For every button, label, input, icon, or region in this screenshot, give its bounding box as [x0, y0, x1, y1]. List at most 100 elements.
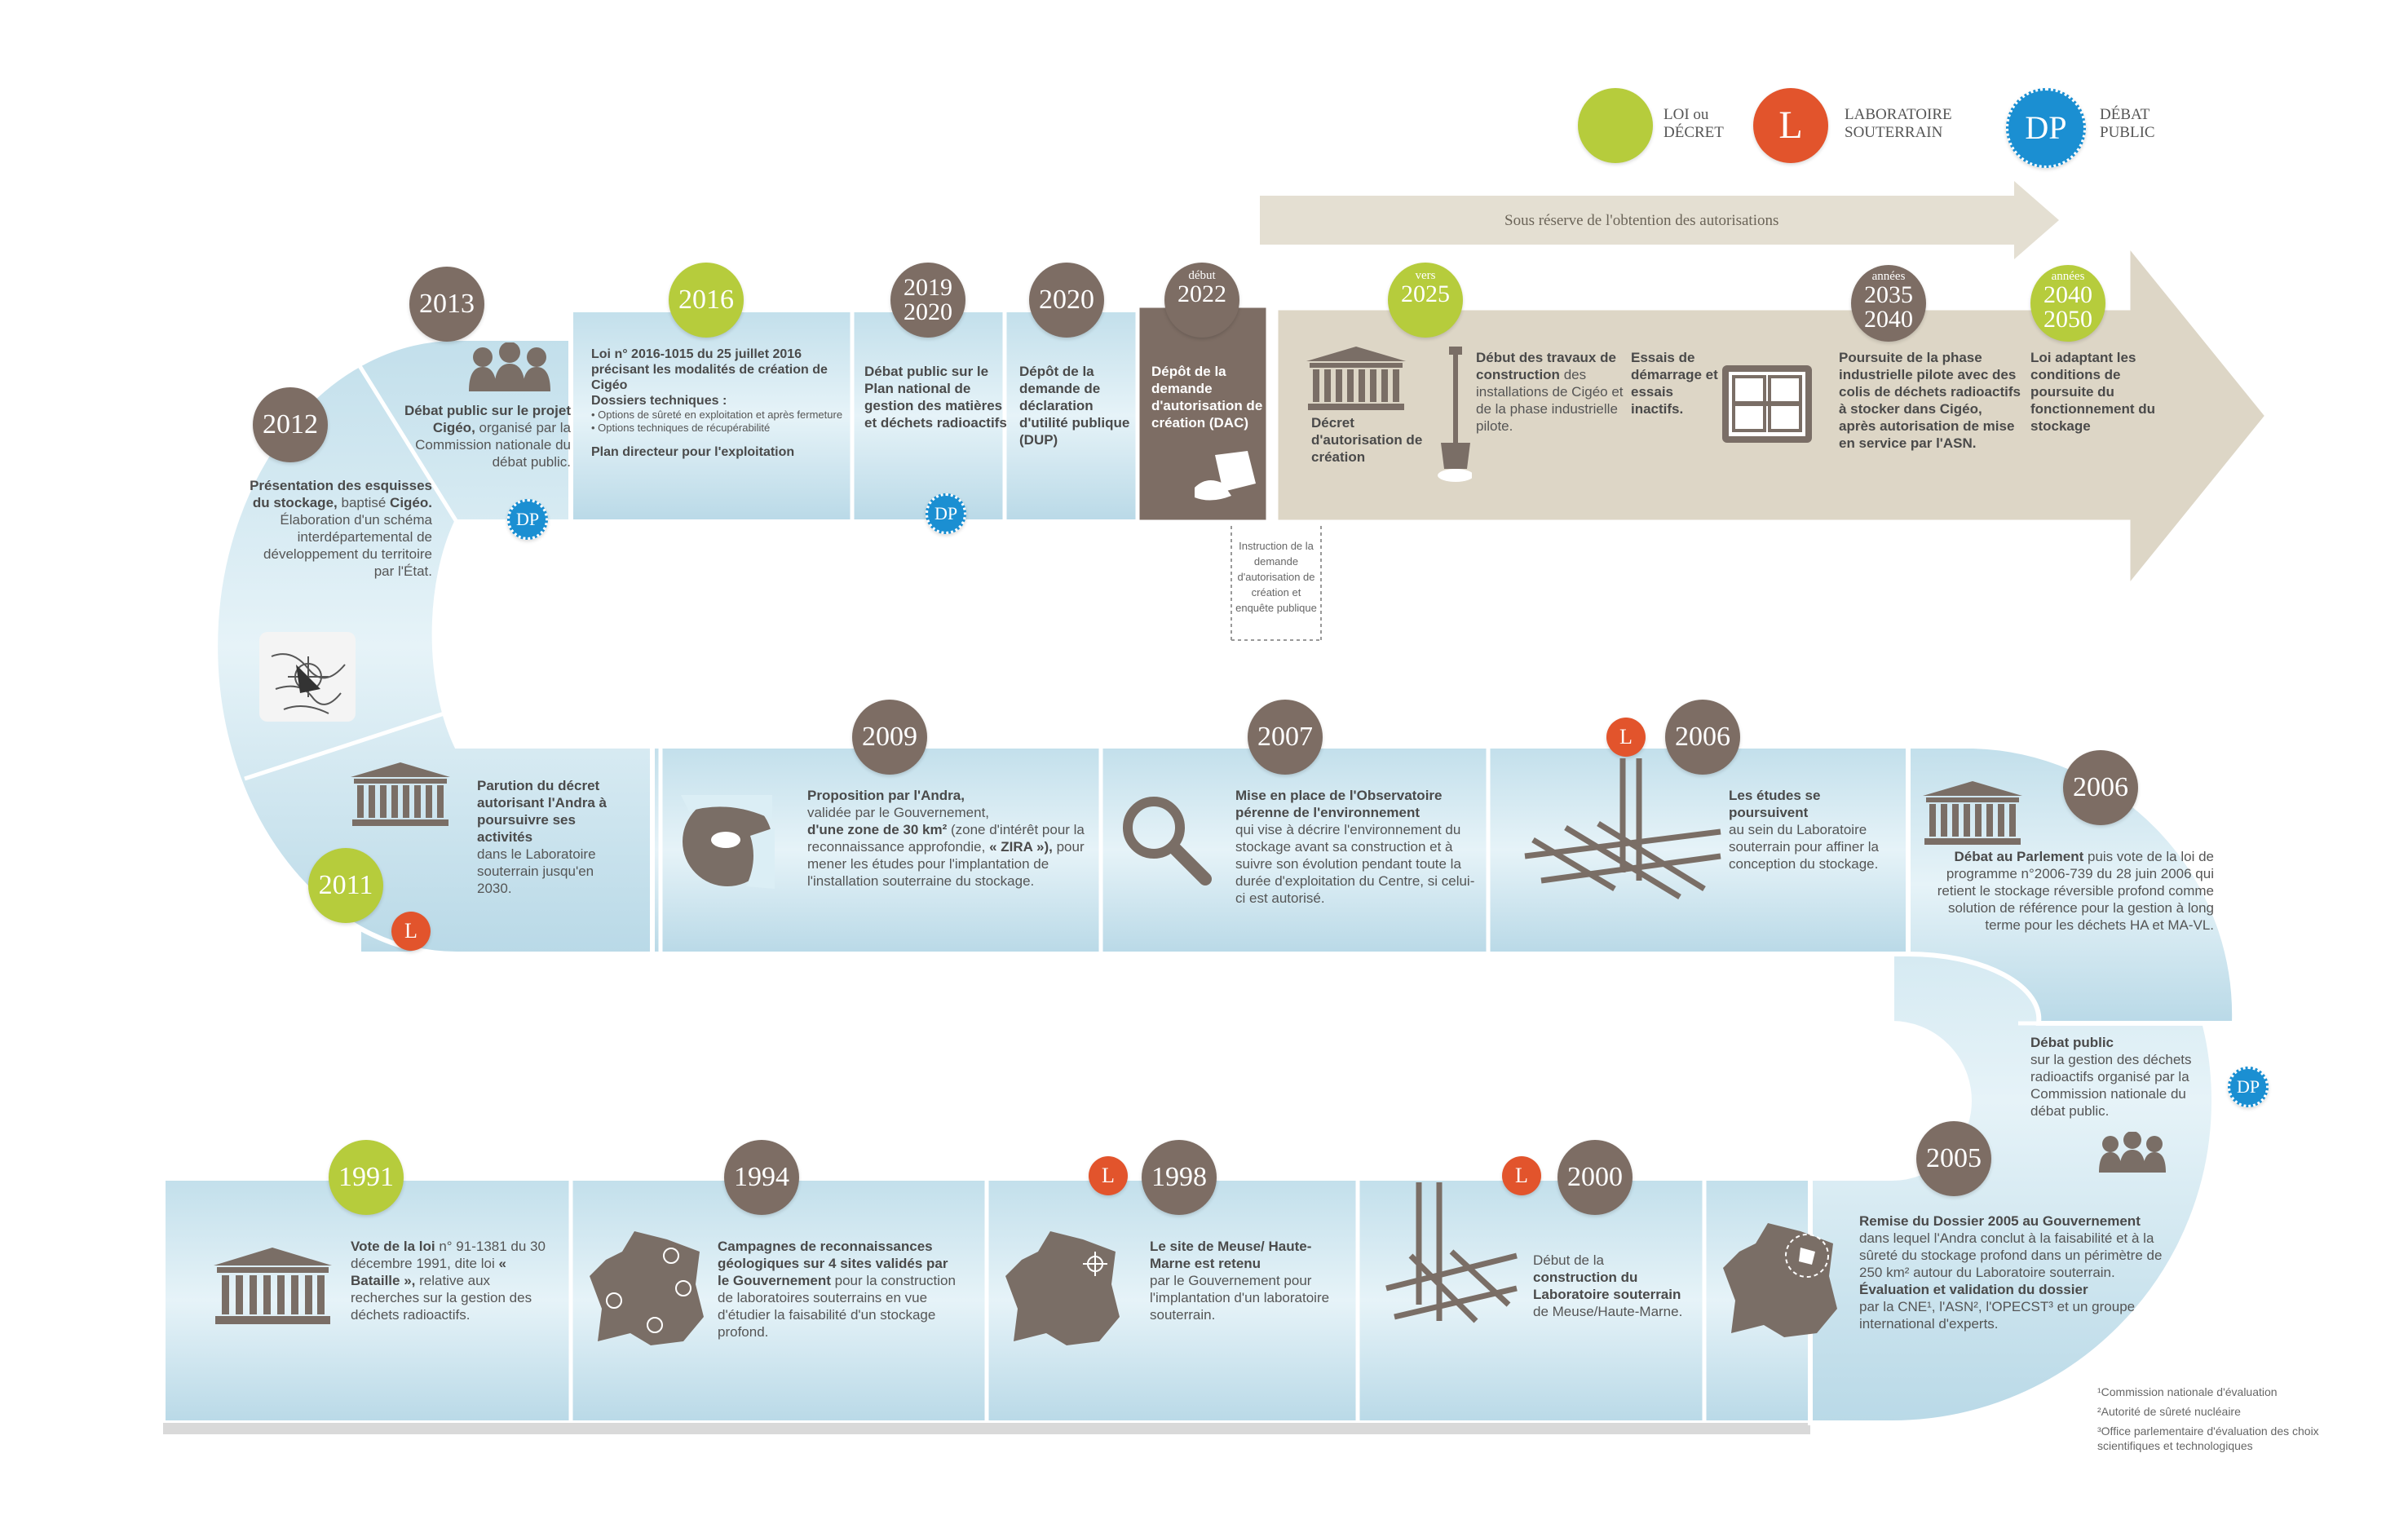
year-2022: début 2022	[1164, 263, 1239, 338]
instruction-note: Instruction de la demande d'autorisation…	[1235, 540, 1317, 614]
lab-badge-2006: L	[1606, 718, 1646, 757]
text-2025a: Décret d'autorisation de création	[1311, 415, 1423, 465]
text-2020: Dépôt de la demande de déclaration d'uti…	[1019, 364, 1130, 448]
magnifier-icon	[1117, 791, 1215, 893]
text-2007-a: Mise en place de l'Observatoire pérenne …	[1235, 788, 1443, 820]
text-dp-2005: Débat public sur la gestion des déchets …	[2030, 1034, 2202, 1120]
text-2005-b: dans lequel l'Andra conclut à la faisabi…	[1859, 1230, 2163, 1280]
year-2022-debut: début	[1188, 269, 1216, 282]
lab-badge-1998: L	[1089, 1156, 1128, 1195]
document-hand-icon	[1191, 447, 1264, 508]
france-4sites-icon	[585, 1227, 708, 1354]
year-2007: 2007	[1248, 700, 1323, 775]
text-2011-b: dans le Laboratoire souterrain jusqu'en …	[477, 846, 596, 896]
text-2006l-a: Les études se poursuivent	[1729, 788, 1821, 820]
text-2011: Parution du décret autorisant l'Andra à …	[477, 777, 616, 897]
people-icon	[465, 342, 555, 395]
footnote-2: ²Autorité de sûreté nucléaire	[2097, 1405, 2241, 1418]
legend-dp-dot: DP	[2006, 88, 2086, 168]
shovel-icon	[1431, 347, 1474, 489]
parliament-icon-2025	[1306, 347, 1406, 416]
year-2011: 2011	[308, 848, 383, 923]
year-2025-vers: vers	[1415, 269, 1436, 282]
text-2016: Loi n° 2016-1015 du 25 juillet 2016 préc…	[591, 347, 844, 460]
text-2009-e: « ZIRA »),	[989, 839, 1053, 855]
footnote-3: ³Office parlementaire d'évaluation des c…	[2097, 1424, 2319, 1452]
text-2009-b: validée par le Gouvernement,	[807, 805, 990, 820]
text-dp2005-b: sur la gestion des déchets radioactifs o…	[2030, 1052, 2192, 1119]
year-2006b: 2006	[2063, 750, 2138, 825]
france-zone-icon	[1719, 1219, 1841, 1345]
year-1998: 1998	[1142, 1140, 1217, 1215]
lab-badge-2011: L	[391, 912, 431, 951]
text-2005-a: Remise du Dossier 2005 au Gouvernement	[1859, 1213, 2141, 1229]
year-2019: 2019	[904, 274, 952, 301]
text-2011-a: Parution du décret autorisant l'Andra à …	[477, 778, 607, 845]
text-2012-d: Élaboration d'un schéma interdépartement…	[263, 512, 432, 579]
year-2013: 2013	[409, 267, 484, 342]
text-1991-d: relative aux recherches sur la gestion d…	[351, 1273, 532, 1323]
dp-badge-2019: DP	[926, 493, 966, 534]
legend-dp-label: DÉBAT PUBLIC	[2100, 106, 2155, 141]
lab-badge-2000: L	[1502, 1156, 1541, 1195]
text-1991: Vote de la loi n° 91-1381 du 30 décembre…	[351, 1238, 546, 1323]
text-2025b-bold: Début des travaux de construction	[1476, 350, 1616, 382]
year-2035: 2035	[1864, 281, 1913, 308]
parliament-icon-2006	[1923, 781, 2022, 850]
text-2012-a: Présentation des esquisses du stockage,	[250, 478, 432, 510]
year-2040-2050: années 2040 2050	[2030, 265, 2105, 342]
text-2012: Présentation des esquisses du stockage, …	[245, 477, 432, 580]
text-2005-d: par la CNE¹, l'ASN², l'OPECST³ et un gro…	[1859, 1299, 2136, 1332]
year-2000: 2000	[1557, 1140, 1633, 1215]
text-2019: Débat public sur le Plan national de ges…	[864, 364, 1007, 431]
text-1994-b: pour la construction de laboratoires sou…	[718, 1273, 956, 1340]
year-annees: années	[1871, 270, 1906, 283]
text-2009: Proposition par l'Andra, validée par le …	[807, 787, 1085, 890]
legend-dp-letters: DP	[2025, 109, 2067, 146]
year-2025-value: 2025	[1401, 280, 1450, 307]
parliament-icon-1991	[214, 1248, 332, 1329]
text-dp2005-a: Débat public	[2030, 1035, 2114, 1050]
year-1991: 1991	[329, 1140, 404, 1215]
text-2000-a: Début de la	[1533, 1252, 1604, 1268]
year-2020b: 2020	[904, 298, 952, 325]
text-2022: Dépôt de la demande d'autorisation de cr…	[1151, 364, 1263, 431]
text-2006-b: puis vote de la loi de programme n°2006-…	[1937, 849, 2214, 933]
text-1998: Le site de Meuse/ Haute-Marne est retenu…	[1150, 1238, 1345, 1323]
text-2000: Début de la construction du Laboratoire …	[1533, 1252, 1696, 1320]
year-annees2: années	[2051, 270, 2085, 283]
year-2022-value: 2022	[1177, 280, 1226, 307]
text-2006-parl: Débat au Parlement puis vote de la loi d…	[1920, 848, 2214, 934]
text-2012-c: Cigéo.	[390, 495, 432, 510]
text-2016-d: • Options techniques de récupérabilité	[591, 422, 771, 434]
year-2016: 2016	[669, 263, 744, 338]
year-2009: 2009	[852, 700, 927, 775]
text-2025b: Début des travaux de construction des in…	[1476, 349, 1631, 435]
text-2000-b: construction du Laboratoire souterrain	[1533, 1270, 1681, 1302]
legend-loi-label: LOI ou DÉCRET	[1664, 106, 1724, 141]
text-2016-b: Dossiers techniques :	[591, 394, 727, 408]
map-sketch-icon	[259, 632, 356, 722]
year-2012: 2012	[253, 387, 328, 462]
dp-badge-2013: DP	[507, 499, 548, 540]
text-2016-e: Plan directeur pour l'exploitation	[591, 445, 795, 459]
container-icon	[1722, 365, 1812, 447]
text-2012-b: baptisé	[341, 495, 387, 510]
legend-lab-dot: L	[1753, 88, 1828, 163]
text-2006-lab: Les études se poursuivent au sein du Lab…	[1729, 787, 1892, 872]
text-2009-a: Proposition par l'Andra,	[807, 788, 965, 803]
text-2006l-b: au sein du Laboratoire souterrain pour a…	[1729, 822, 1879, 872]
parliament-icon-2011	[351, 762, 450, 832]
text-1991-c: « Bataille »,	[351, 1256, 506, 1288]
year-2025: vers 2025	[1388, 263, 1463, 338]
year-2005: 2005	[1916, 1121, 1991, 1196]
text-1998-b: par le Gouvernement pour l'implantation …	[1150, 1273, 1330, 1323]
zone-map-icon	[681, 795, 775, 893]
shafts-icon	[1378, 1174, 1525, 1341]
text-2013: Débat public sur le projet Cigéo, organi…	[383, 402, 571, 470]
text-2007: Mise en place de l'Observatoire pérenne …	[1235, 787, 1480, 907]
text-1991-b: n° 91-1381 du 30 décembre 1991, dite loi	[351, 1239, 546, 1271]
people-icon-2005	[2096, 1131, 2169, 1177]
legend-loi-dot	[1578, 88, 1653, 163]
footnote-1: ¹Commission nationale d'évaluation	[2097, 1385, 2278, 1398]
